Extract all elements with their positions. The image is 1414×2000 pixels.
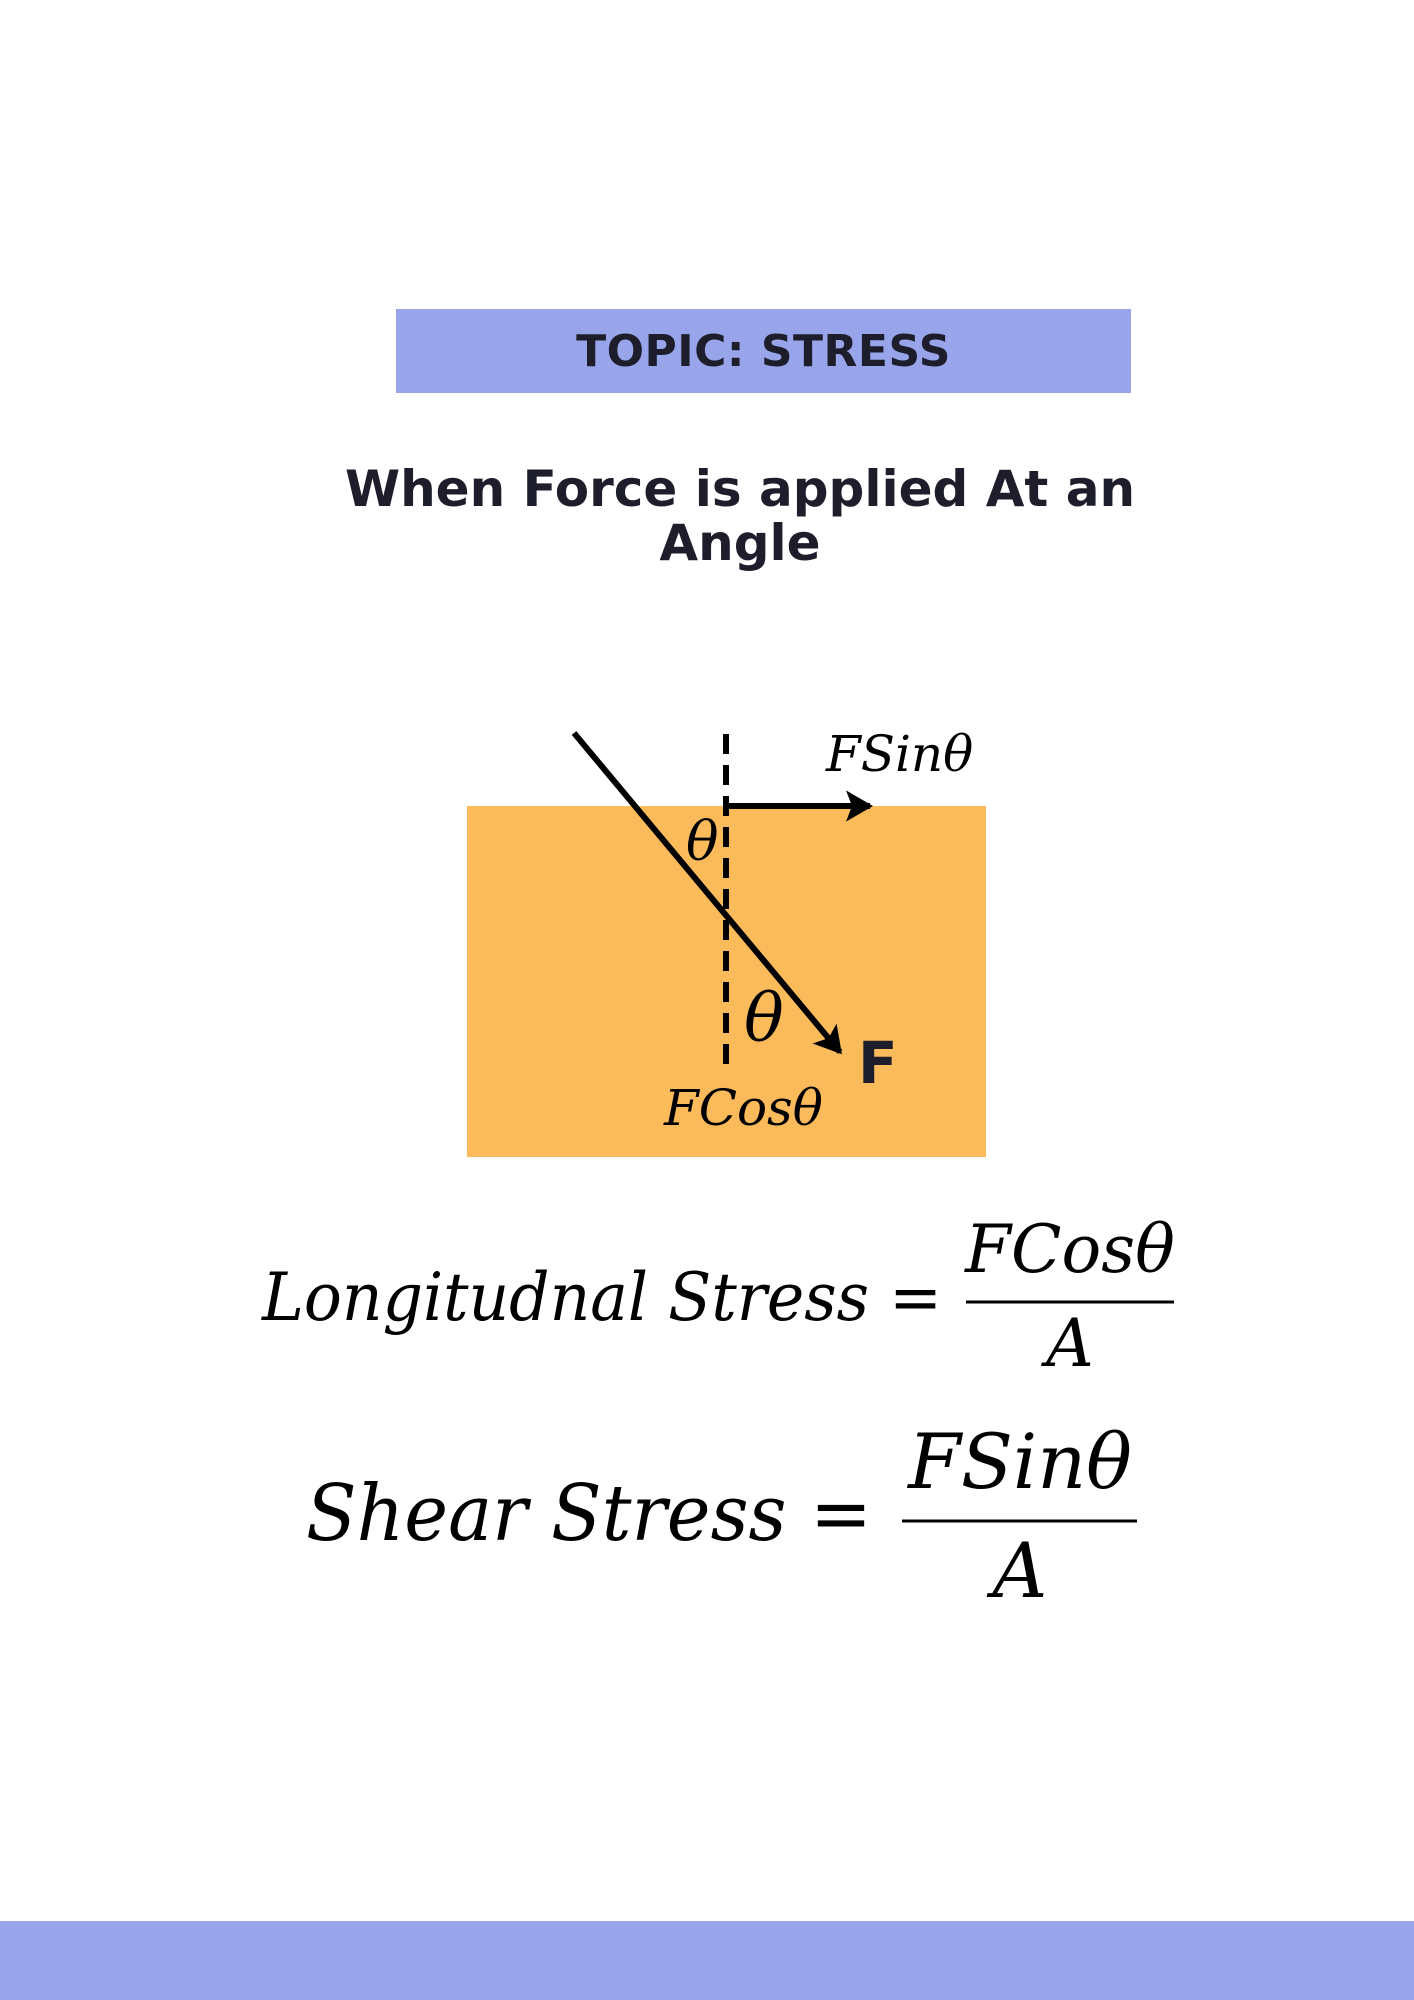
equation-denominator: A (1040, 1305, 1094, 1382)
topic-label: TOPIC: STRESS (576, 325, 951, 377)
equation-lhs: Shear Stress = (306, 1469, 872, 1559)
longitudinal-stress-equation: Longitudnal Stress = FCosθ A (261, 1211, 1175, 1382)
theta-bottom-label: θ (744, 980, 784, 1057)
topic-banner: TOPIC: STRESS (396, 309, 1131, 393)
force-label: F (858, 1029, 898, 1097)
footer-bar (0, 1921, 1414, 2000)
equation-lhs: Longitudnal Stress = (261, 1259, 942, 1336)
page-title: When Force is applied At an Angle (344, 460, 1136, 572)
cos-component-label: FCosθ (663, 1079, 823, 1137)
theta-top-label: θ (686, 810, 719, 873)
sin-component-label: FSinθ (825, 725, 973, 783)
force-arrow (571, 731, 843, 1055)
equation-numerator: FCosθ (964, 1211, 1175, 1288)
shear-stress-equation: Shear Stress = FSinθ A (306, 1417, 1137, 1615)
equation-denominator: A (987, 1526, 1048, 1615)
equation-numerator: FSinθ (906, 1417, 1132, 1506)
